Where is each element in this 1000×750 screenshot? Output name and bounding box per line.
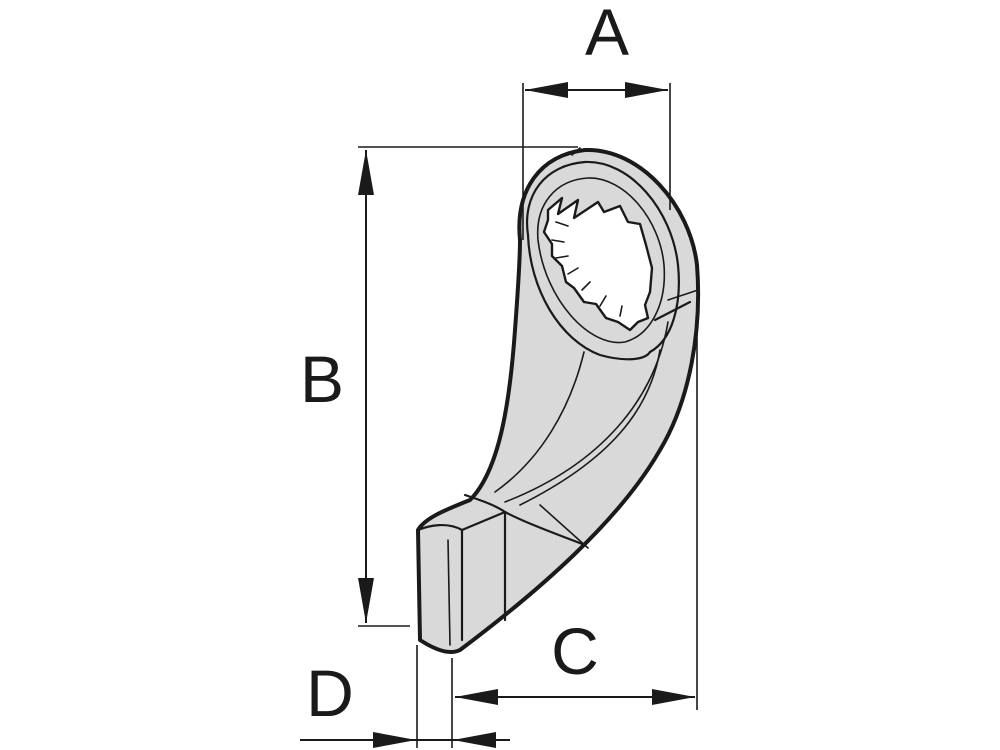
socket-opening: [542, 196, 654, 332]
dimension-b: B: [300, 146, 578, 627]
handle-contour-outer: [519, 349, 661, 506]
dim-d-arrow-left: [373, 732, 416, 748]
dimension-a: A: [522, 0, 671, 240]
dim-b-arrow-top: [358, 150, 374, 195]
ring-face: [536, 177, 666, 344]
dim-c-arrow-left: [455, 689, 498, 705]
ring-top-edge: [571, 147, 581, 156]
ring-rim-lower: [526, 233, 652, 361]
dim-b-label: B: [300, 342, 344, 416]
socket-teeth: [551, 221, 623, 317]
dimension-c: C: [451, 300, 698, 748]
dim-c-arrow-right: [652, 689, 695, 705]
dimension-d: D: [300, 645, 510, 748]
ring-rim: [525, 160, 680, 354]
dim-a-arrow-right: [625, 82, 668, 98]
dim-c-label: C: [551, 614, 599, 688]
dim-d-arrow-right: [453, 732, 496, 748]
handle-step-edge: [539, 504, 589, 549]
dim-a-label: A: [585, 0, 629, 69]
crowfoot-wrench-illustration: [416, 147, 701, 655]
dim-a-arrow-left: [525, 82, 568, 98]
handle-contour-mid: [504, 321, 669, 503]
ring-side-edge-2: [667, 289, 699, 301]
handle-contour-inner: [494, 351, 585, 493]
ring-side-edge: [653, 300, 692, 322]
tang-inner-line: [447, 539, 451, 646]
tang-end-top: [460, 510, 507, 622]
dim-d-label: D: [306, 656, 354, 730]
dim-b-arrow-bottom: [358, 578, 374, 623]
